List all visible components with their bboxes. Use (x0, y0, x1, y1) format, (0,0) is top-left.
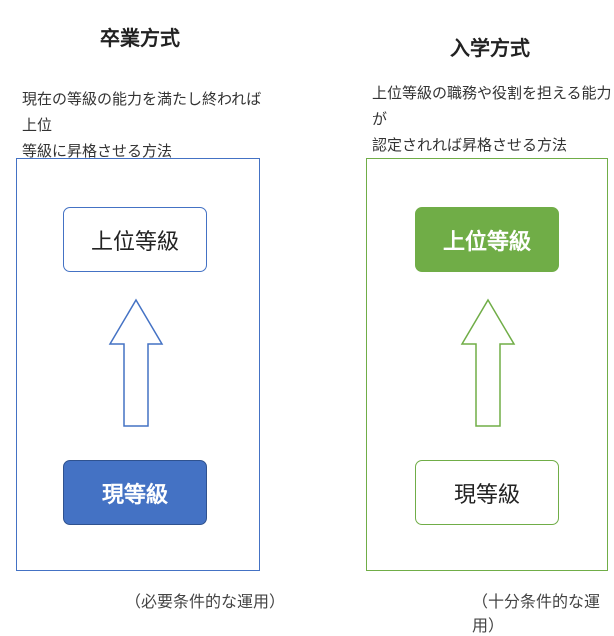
right-description-line-1: 上位等級の職務や役割を担える能力が (372, 84, 612, 128)
right-description-line-2: 認定されれば昇格させる方法 (372, 136, 568, 154)
left-note: （必要条件的な運用） (125, 592, 286, 611)
right-panel (366, 158, 608, 571)
left-panel (16, 158, 260, 571)
left-current-grade-box: 現等級 (63, 460, 207, 525)
right-current-grade-box: 現等級 (415, 460, 559, 525)
left-up-arrow (108, 298, 164, 427)
left-title: 卒業方式 (100, 26, 180, 50)
left-description: 現在の等級の能力を満たし終われば上位 等級に昇格させる方法 (22, 86, 267, 164)
left-description-line-1: 現在の等級の能力を満たし終われば上位 (22, 90, 262, 134)
left-upper-grade-box: 上位等級 (63, 207, 207, 272)
right-up-arrow (460, 298, 516, 427)
left-description-line-2: 等級に昇格させる方法 (22, 142, 173, 160)
right-title: 入学方式 (450, 36, 530, 60)
right-note: （十分条件的な運用） (472, 592, 601, 635)
right-description: 上位等級の職務や役割を担える能力が 認定されれば昇格させる方法 (372, 80, 612, 158)
right-upper-grade-box: 上位等級 (415, 207, 559, 272)
